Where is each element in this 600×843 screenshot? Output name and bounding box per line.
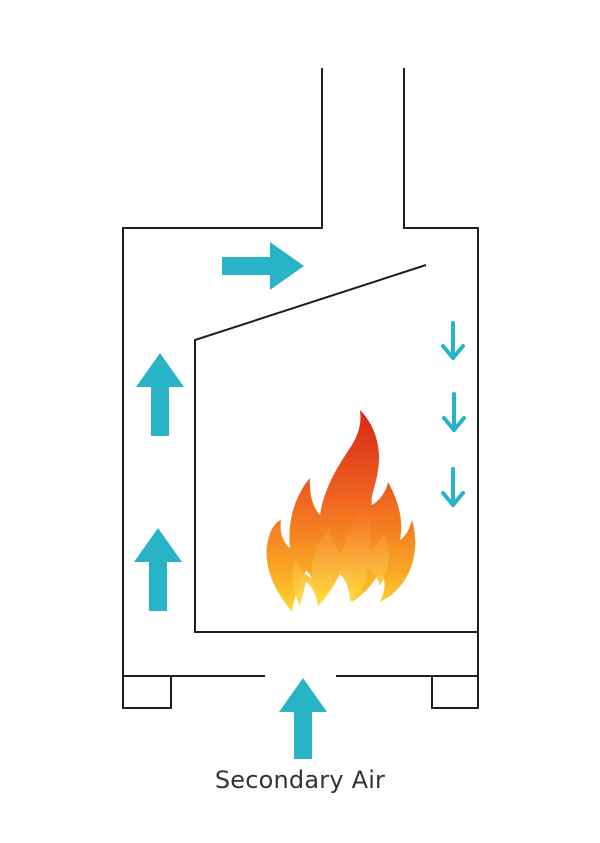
down-arrow-icon	[442, 392, 466, 432]
right-arrow-icon	[222, 242, 304, 290]
stove-foot-right	[431, 675, 479, 709]
up-arrow-icon	[134, 528, 182, 611]
firebox-wall	[194, 264, 478, 633]
up-arrow-icon	[136, 353, 184, 436]
up-arrow-icon	[279, 678, 327, 759]
secondary-air-label: Secondary Air	[214, 766, 386, 794]
down-arrow-icon	[441, 467, 465, 507]
flame-icon	[266, 410, 416, 612]
stove-foot-left	[122, 675, 172, 709]
down-arrow-icon	[441, 321, 465, 360]
